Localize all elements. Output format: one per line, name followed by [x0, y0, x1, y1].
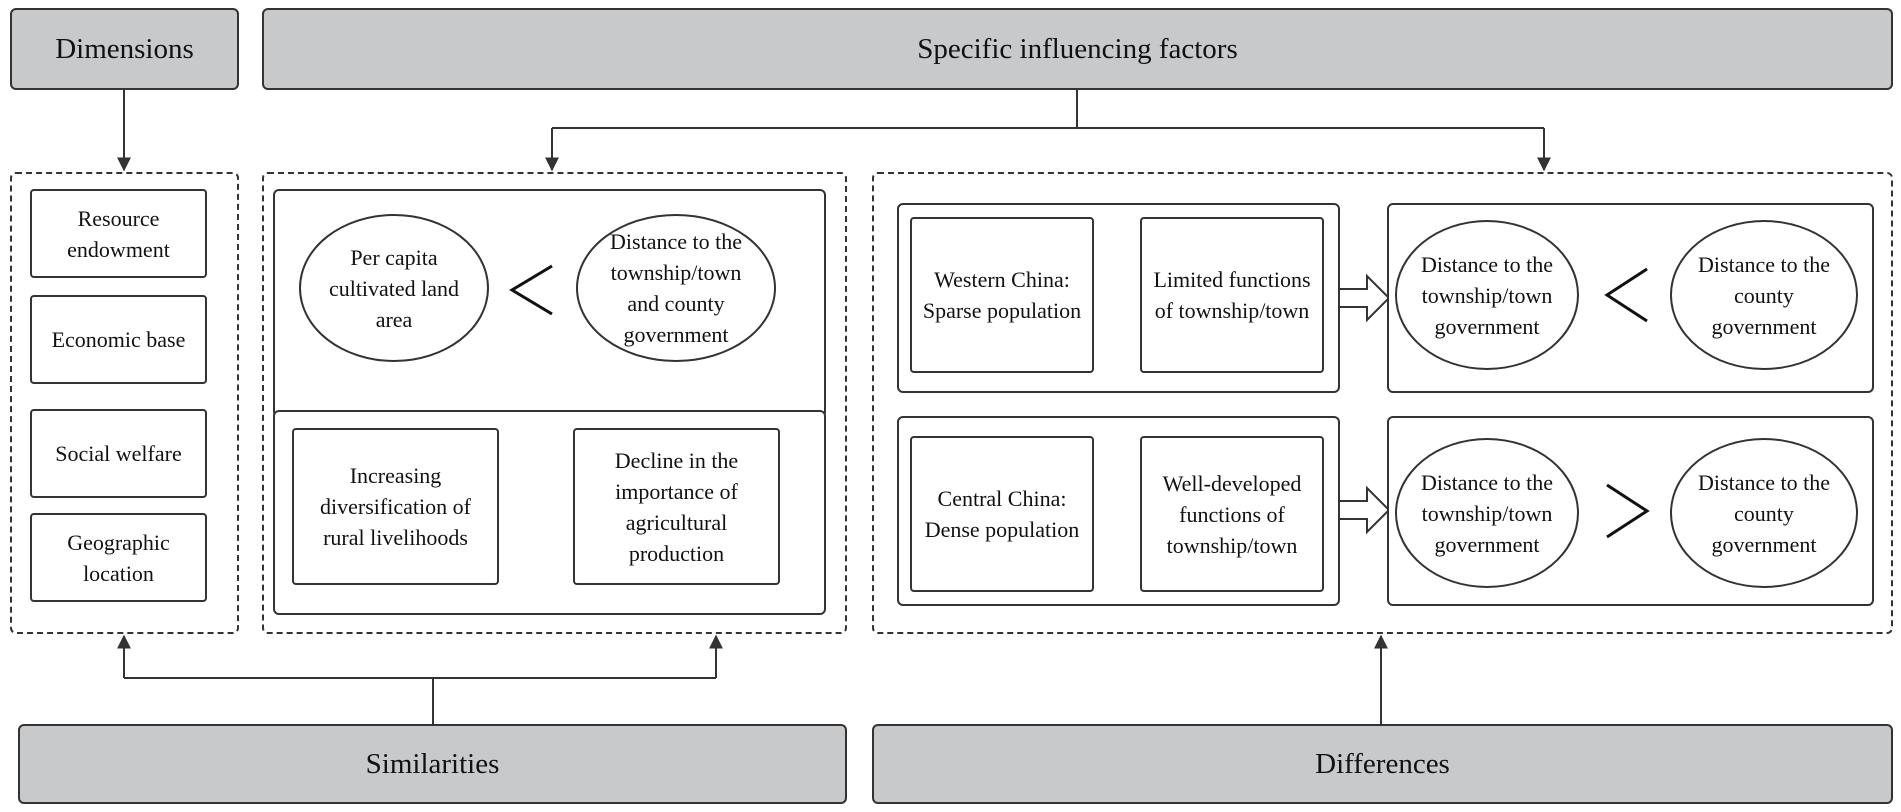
- ellipse-distance-township-county: Distance to the township/town and county…: [576, 214, 776, 362]
- box-agriculture-decline: Decline in the importance of agricultura…: [573, 428, 780, 585]
- hollow-arrow-right-icon: [1334, 485, 1391, 535]
- header-dimensions: Dimensions: [10, 8, 239, 90]
- ellipse-west-county-distance: Distance to the county government: [1670, 220, 1858, 370]
- dimension-resource-endowment: Resource endowment: [30, 189, 207, 278]
- dimension-geographic-location: Geographic location: [30, 513, 207, 602]
- hollow-arrow-right-icon: [1334, 273, 1391, 323]
- dimension-social-welfare: Social welfare: [30, 409, 207, 498]
- header-specific-factors: Specific influencing factors: [262, 8, 1893, 90]
- less-than-symbol: [496, 260, 566, 320]
- box-livelihood-diversification: Increasing diversification of rural live…: [292, 428, 499, 585]
- box-well-developed-functions: Well-developed functions of township/tow…: [1140, 436, 1324, 592]
- differences-panel: [872, 172, 1893, 634]
- ellipse-west-township-distance: Distance to the township/town government: [1395, 220, 1579, 370]
- arrow-factors-split: [552, 90, 1078, 129]
- box-central-china: Central China: Dense population: [910, 436, 1094, 592]
- box-western-china: Western China: Sparse population: [910, 217, 1094, 373]
- header-similarities: Similarities: [18, 724, 847, 804]
- dimension-economic-base: Economic base: [30, 295, 207, 384]
- ellipse-central-county-distance: Distance to the county government: [1670, 438, 1858, 588]
- ellipse-per-capita-land: Per capita cultivated land area: [299, 214, 489, 362]
- ellipse-central-township-distance: Distance to the township/town government: [1395, 438, 1579, 588]
- greater-than-symbol: [1596, 478, 1656, 544]
- box-limited-functions: Limited functions of township/town: [1140, 217, 1324, 373]
- dimensions-panel: [10, 172, 239, 634]
- similarities-panel: [262, 172, 847, 634]
- header-differences: Differences: [872, 724, 1893, 804]
- less-than-symbol: [1596, 262, 1656, 328]
- arrow-similarities-split: [124, 677, 434, 724]
